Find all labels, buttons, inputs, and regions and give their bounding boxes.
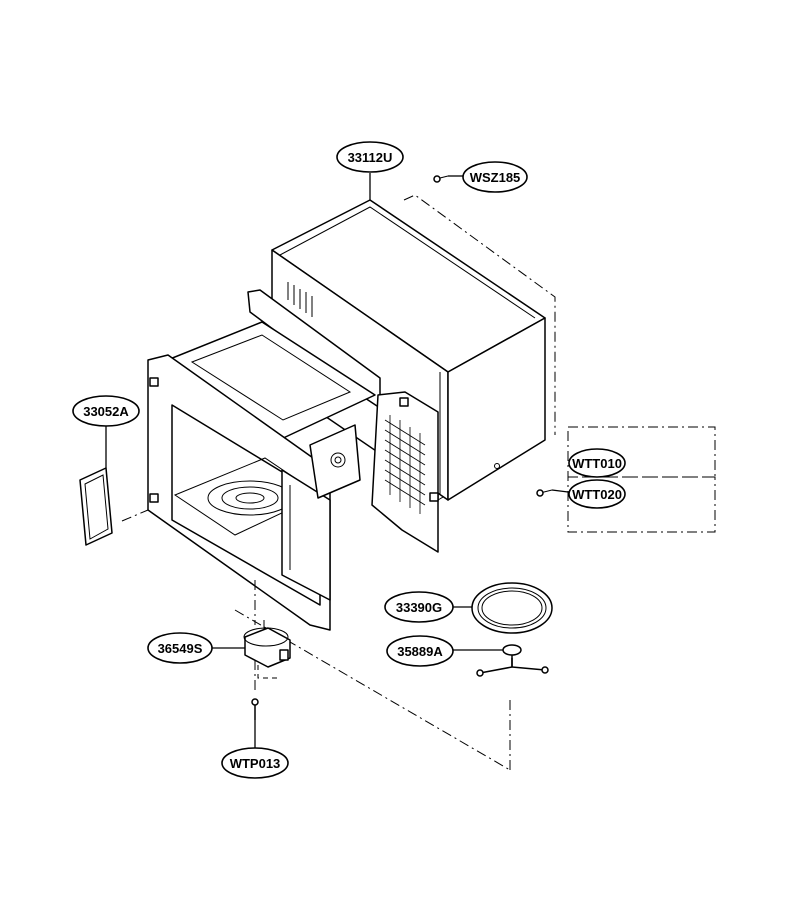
screw-group-box	[567, 426, 716, 533]
roller-ring	[476, 644, 549, 677]
svg-text:33112U: 33112U	[348, 150, 393, 165]
part-label-wtp013: WTP013	[221, 747, 289, 779]
svg-text:WTP013: WTP013	[230, 756, 281, 771]
part-label-wtt010: WTT010	[568, 448, 626, 478]
motor-screw	[251, 698, 259, 720]
turntable-tray	[471, 582, 553, 634]
turntable-motor	[243, 620, 291, 668]
svg-text:33052A: 33052A	[83, 404, 129, 419]
part-label-35889a: 35889A	[386, 635, 454, 667]
left-plate	[79, 467, 113, 546]
svg-text:WTT010: WTT010	[572, 456, 622, 471]
svg-text:WSZ185: WSZ185	[470, 170, 521, 185]
screw-top	[433, 175, 449, 183]
svg-text:33390G: 33390G	[396, 600, 442, 615]
leader-lines	[105, 173, 569, 748]
part-label-wsz185: WSZ185	[462, 161, 528, 193]
part-label-33112u: 33112U	[336, 141, 404, 173]
assembly-guides	[121, 509, 511, 771]
svg-text:WTT020: WTT020	[572, 487, 622, 502]
part-label-36549s: 36549S	[147, 632, 213, 664]
inner-cavity	[147, 289, 439, 631]
part-label-wtt020: WTT020	[568, 479, 626, 509]
part-label-33052a: 33052A	[72, 395, 140, 427]
svg-text:36549S: 36549S	[158, 641, 203, 656]
part-label-33390g: 33390G	[384, 591, 454, 623]
svg-text:35889A: 35889A	[397, 644, 443, 659]
screw-side	[536, 489, 553, 497]
